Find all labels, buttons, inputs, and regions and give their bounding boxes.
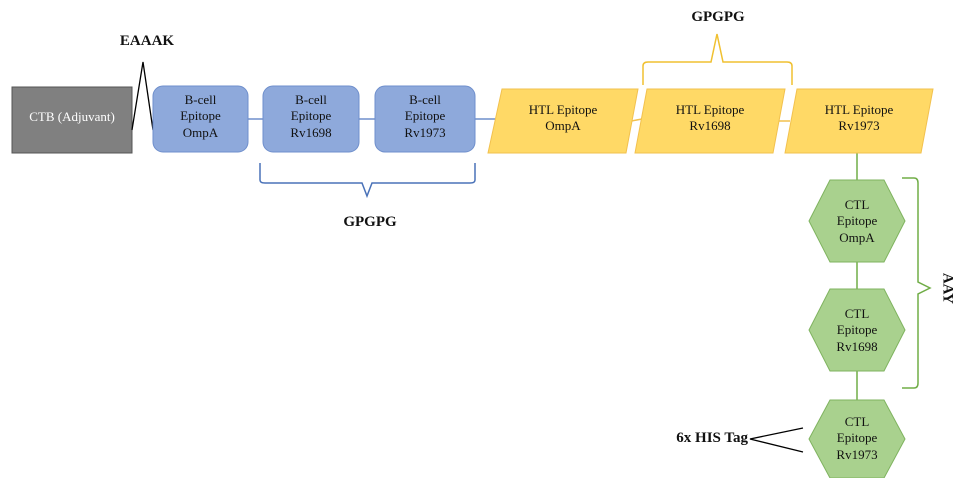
ctl-label-rv1973: CTL Epitope Rv1973 bbox=[815, 414, 899, 463]
his-tag-label: 6x HIS Tag bbox=[676, 430, 748, 446]
htl-gpgpg-bracket bbox=[642, 33, 793, 85]
htl-epitope-node bbox=[487, 88, 639, 154]
text-line: Epitope bbox=[290, 108, 332, 124]
text-line: OmpA bbox=[182, 124, 219, 140]
bcell-label-rv1698: B-cell Epitope Rv1698 bbox=[263, 92, 359, 141]
ctl-aay-bracket bbox=[902, 177, 932, 389]
adjuvant-label: CTB (Adjuvant) bbox=[29, 109, 115, 124]
ctl-label-ompa: CTL Epitope OmpA bbox=[815, 197, 899, 246]
bcell-label-ompa: B-cell Epitope OmpA bbox=[153, 92, 248, 141]
text-line: Rv1698 bbox=[290, 124, 332, 140]
adjuvant-box bbox=[11, 86, 133, 154]
text-line: CTL bbox=[844, 414, 870, 429]
text-line: HTL Epitope bbox=[675, 102, 745, 117]
text-line: B-cell bbox=[409, 92, 441, 107]
bcell-epitope-node bbox=[152, 85, 249, 153]
text-line: Epitope bbox=[836, 213, 878, 229]
text-line: B-cell bbox=[184, 92, 217, 107]
htl-label-rv1698: HTL Epitope Rv1698 bbox=[641, 102, 779, 135]
ctl-epitope-node bbox=[808, 399, 906, 478]
text-line: Rv1973 bbox=[838, 118, 880, 134]
text-line: CTL bbox=[844, 306, 870, 321]
his-tag-pointer bbox=[749, 427, 804, 453]
text-line: Rv1698 bbox=[836, 338, 878, 354]
eaaak-label: EAAAK bbox=[119, 33, 175, 49]
ctl-epitope-node bbox=[808, 179, 906, 263]
text-line: Rv1973 bbox=[404, 124, 446, 140]
bcell-label-rv1973: B-cell Epitope Rv1973 bbox=[375, 92, 475, 141]
bcell-gpgpg-label: GPGPG bbox=[343, 214, 397, 230]
bcell-epitope-node bbox=[374, 85, 476, 153]
text-line: Epitope bbox=[404, 108, 446, 124]
text-line: Epitope bbox=[180, 108, 221, 124]
htl-label-rv1973: HTL Epitope Rv1973 bbox=[791, 102, 927, 135]
htl-epitope-node bbox=[634, 88, 786, 154]
text-line: Epitope bbox=[836, 430, 878, 446]
htl-gpgpg-label: GPGPG bbox=[691, 9, 745, 25]
text-line: Rv1698 bbox=[689, 118, 731, 134]
text-line: B-cell bbox=[295, 92, 327, 107]
text-line: Epitope bbox=[836, 322, 878, 338]
text-line: OmpA bbox=[839, 229, 875, 245]
htl-label-ompa: HTL Epitope OmpA bbox=[495, 102, 631, 135]
eaaak-linker bbox=[131, 61, 154, 131]
bcell-gpgpg-bracket bbox=[259, 163, 476, 199]
bcell-epitope-node bbox=[262, 85, 360, 153]
ctl-label-rv1698: CTL Epitope Rv1698 bbox=[815, 306, 899, 355]
text-line: Rv1973 bbox=[836, 446, 878, 462]
text-line: OmpA bbox=[545, 118, 581, 134]
text-line: HTL Epitope bbox=[528, 102, 598, 117]
ctl-aay-label: AAY bbox=[939, 272, 956, 304]
text-line: CTL bbox=[844, 197, 870, 212]
htl-epitope-node bbox=[784, 88, 934, 154]
text-line: HTL Epitope bbox=[824, 102, 894, 117]
ctl-epitope-node bbox=[808, 288, 906, 372]
